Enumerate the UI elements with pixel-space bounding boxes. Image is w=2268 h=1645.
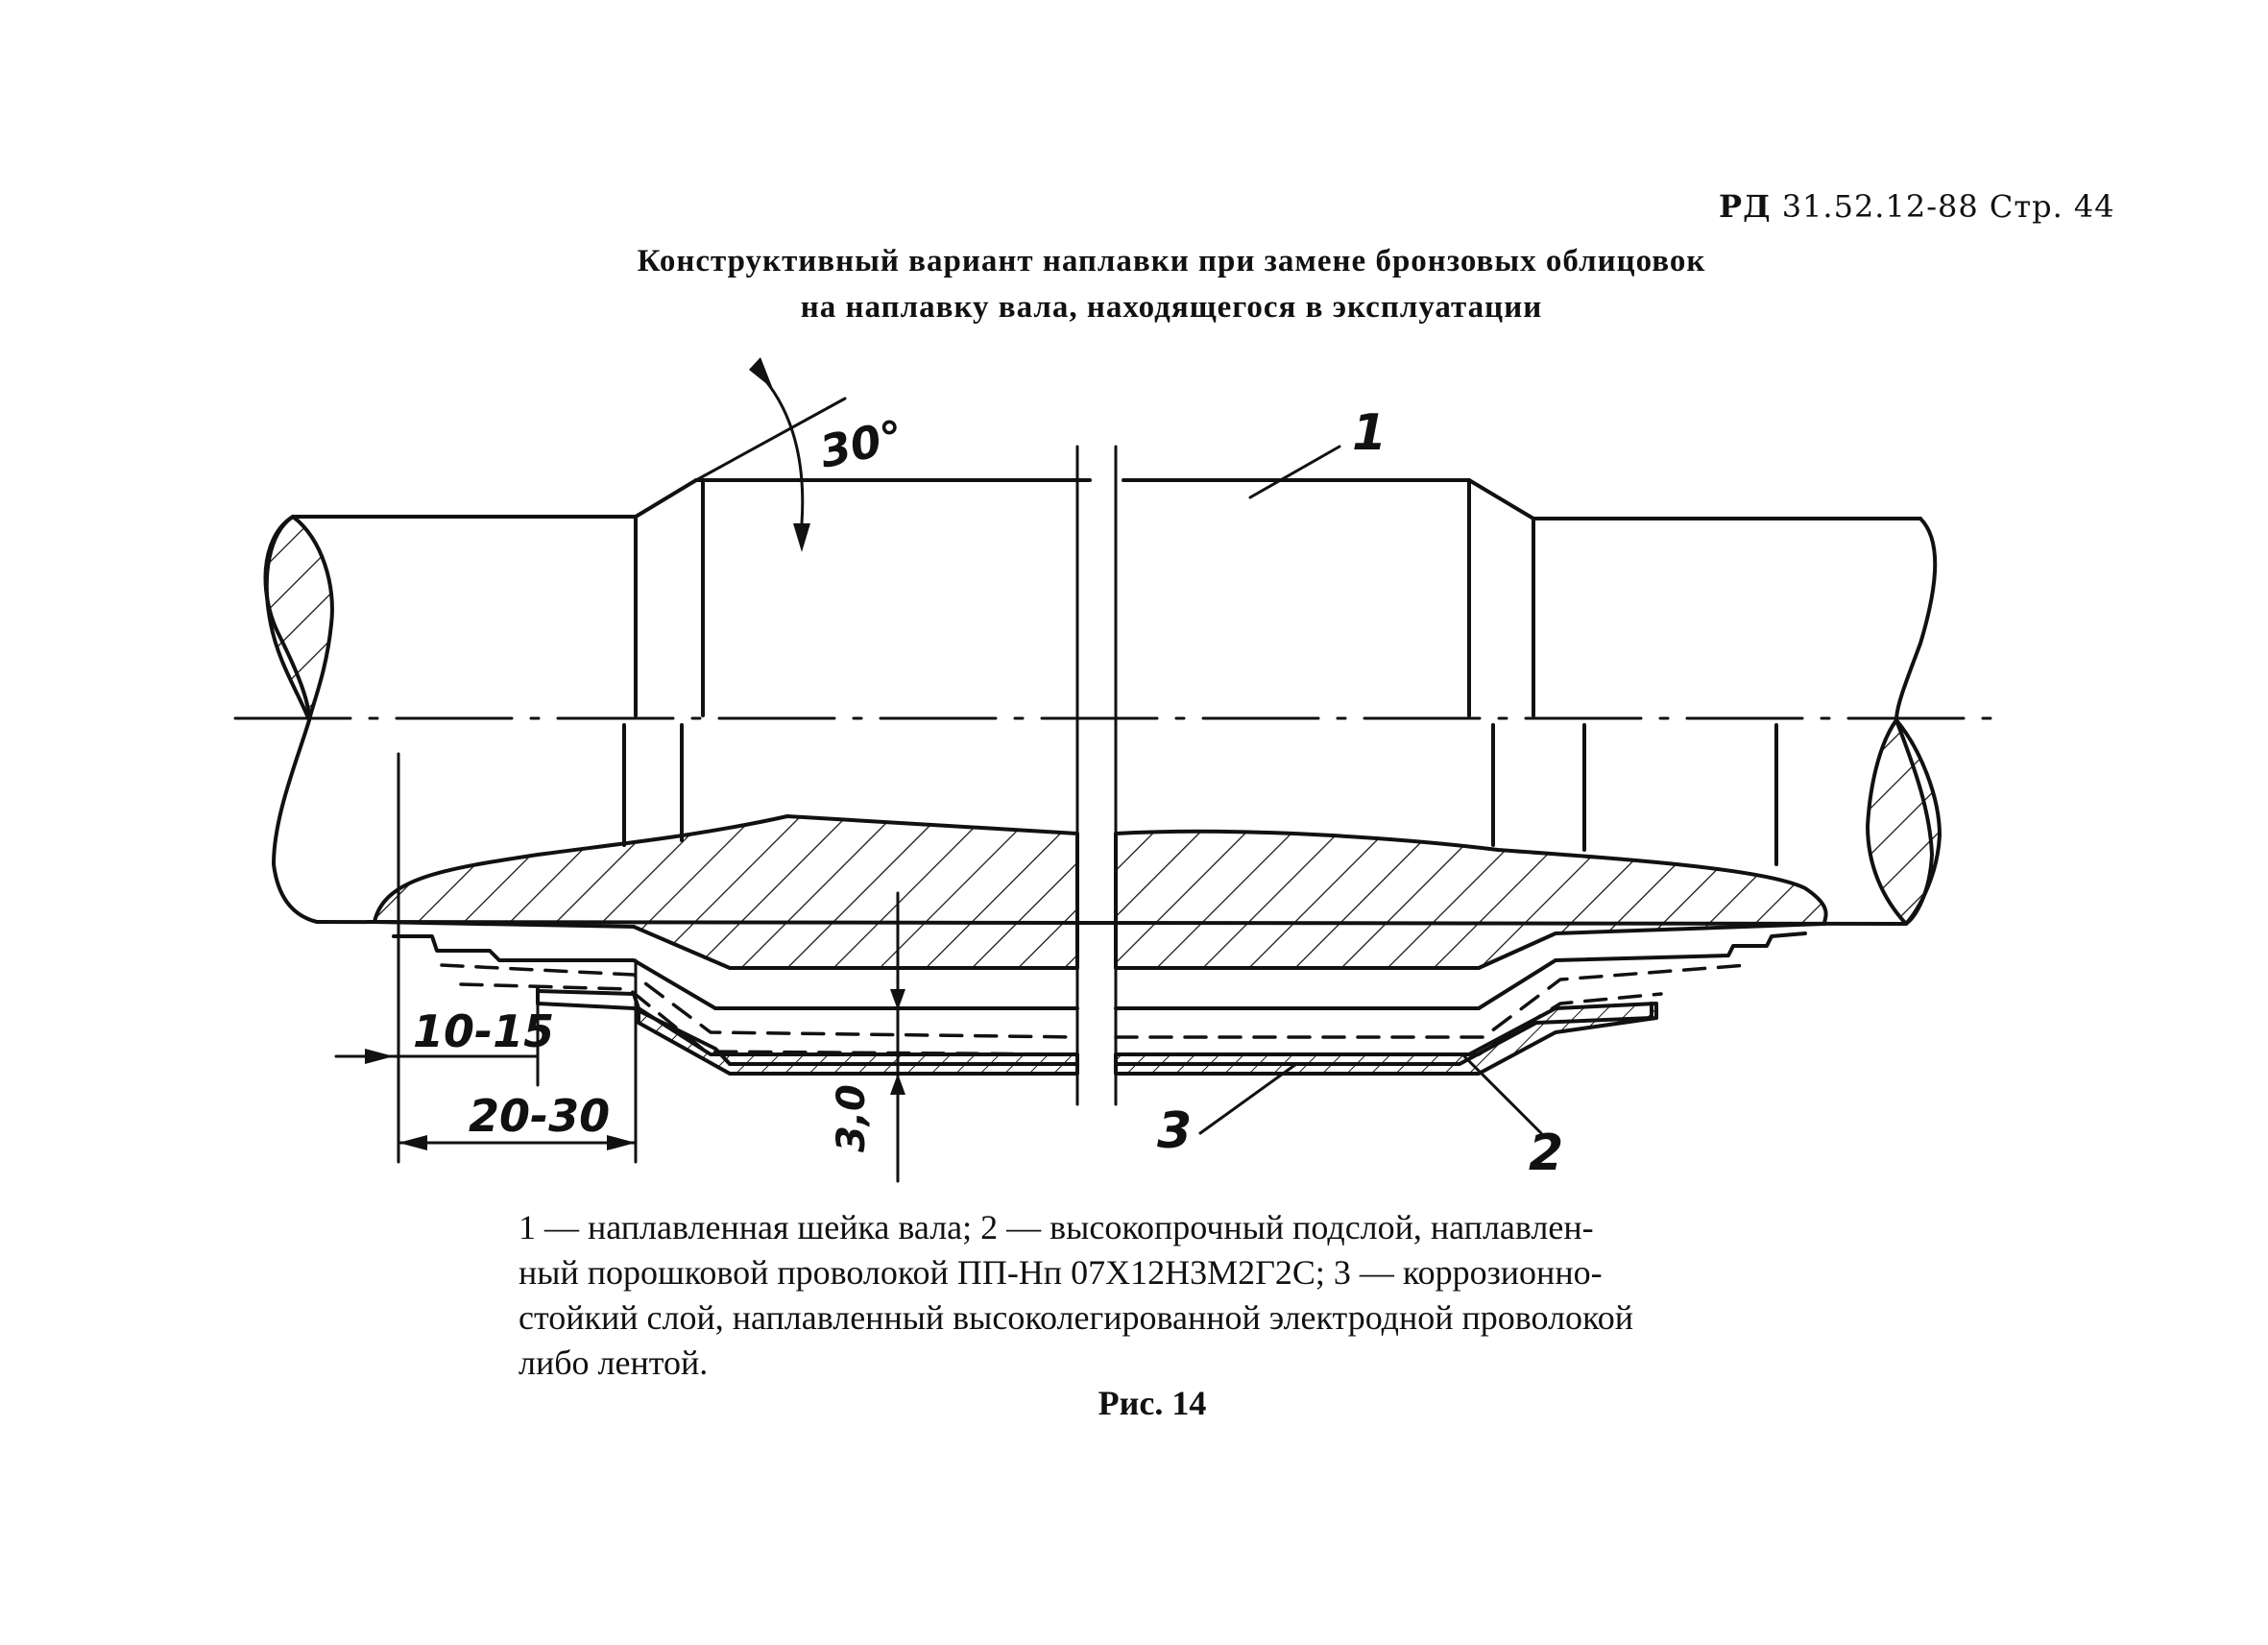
legend-line-1: 1 — наплавленная шейка вала; 2 — высокоп… bbox=[519, 1208, 1594, 1246]
dim-20-30-label: 20-30 bbox=[469, 1090, 610, 1142]
leader-2 bbox=[1462, 1054, 1543, 1135]
angle-30-marker bbox=[694, 357, 847, 552]
shaft-right-break-hatched bbox=[1866, 718, 1942, 926]
sublayer-left bbox=[392, 934, 1079, 1010]
callout-3-label: 3 bbox=[1157, 1102, 1192, 1160]
weld-journal-left bbox=[373, 814, 1079, 970]
dimension-3-0 bbox=[890, 891, 905, 1183]
dimension-20-30 bbox=[397, 752, 638, 1164]
sublayer-right-dashed bbox=[1114, 963, 1749, 1039]
page-label: Стр. bbox=[1989, 188, 2063, 225]
callout-2-label: 2 bbox=[1529, 1125, 1563, 1182]
dim-10-15-label: 10-15 bbox=[413, 1005, 554, 1057]
title-line-1: Конструктивный вариант наплавки при заме… bbox=[637, 244, 1706, 278]
dimension-10-15 bbox=[334, 992, 540, 1087]
angle-label: 30° bbox=[815, 410, 907, 478]
page-number: 44 bbox=[2073, 188, 2115, 225]
corrosion-layer-left bbox=[637, 1006, 1079, 1076]
figure-title: Конструктивный вариант наплавки при заме… bbox=[346, 238, 1997, 330]
title-line-2: на наплавку вала, находящегося в эксплуа… bbox=[800, 290, 1543, 325]
sublayer-right bbox=[1114, 931, 1807, 1010]
shaft-lower-steps bbox=[622, 723, 1778, 866]
corrosion-layer-right bbox=[1114, 1002, 1658, 1076]
callout-1-label: 1 bbox=[1352, 404, 1387, 462]
legend-line-3: стойкий слой, наплавленный высоколегиров… bbox=[519, 1298, 1633, 1337]
doc-code: РД bbox=[1719, 188, 1772, 225]
leader-3 bbox=[1198, 1062, 1298, 1135]
leader-1 bbox=[1248, 445, 1341, 499]
doc-number: 31.52.12-88 bbox=[1781, 188, 1979, 225]
dim-3-0-label: 3,0 bbox=[830, 1084, 874, 1152]
weld-journal-right bbox=[1114, 829, 1828, 970]
shaft-upper-outline bbox=[291, 478, 1922, 717]
legend-line-2: ный порошковой проволокой ПП-Нп 07Х12Н3М… bbox=[519, 1253, 1603, 1292]
figure-caption: Рис. 14 bbox=[1098, 1384, 1207, 1422]
figure-legend: 1 — наплавленная шейка вала; 2 — высокоп… bbox=[519, 1205, 1759, 1386]
sublayer-left-dashed bbox=[440, 963, 1079, 1039]
page-header: РД 31.52.12-88 Стр. 44 bbox=[1719, 188, 2115, 225]
legend-line-4: либо лентой. bbox=[519, 1343, 709, 1382]
shaft-left-break-hatched bbox=[264, 515, 334, 722]
